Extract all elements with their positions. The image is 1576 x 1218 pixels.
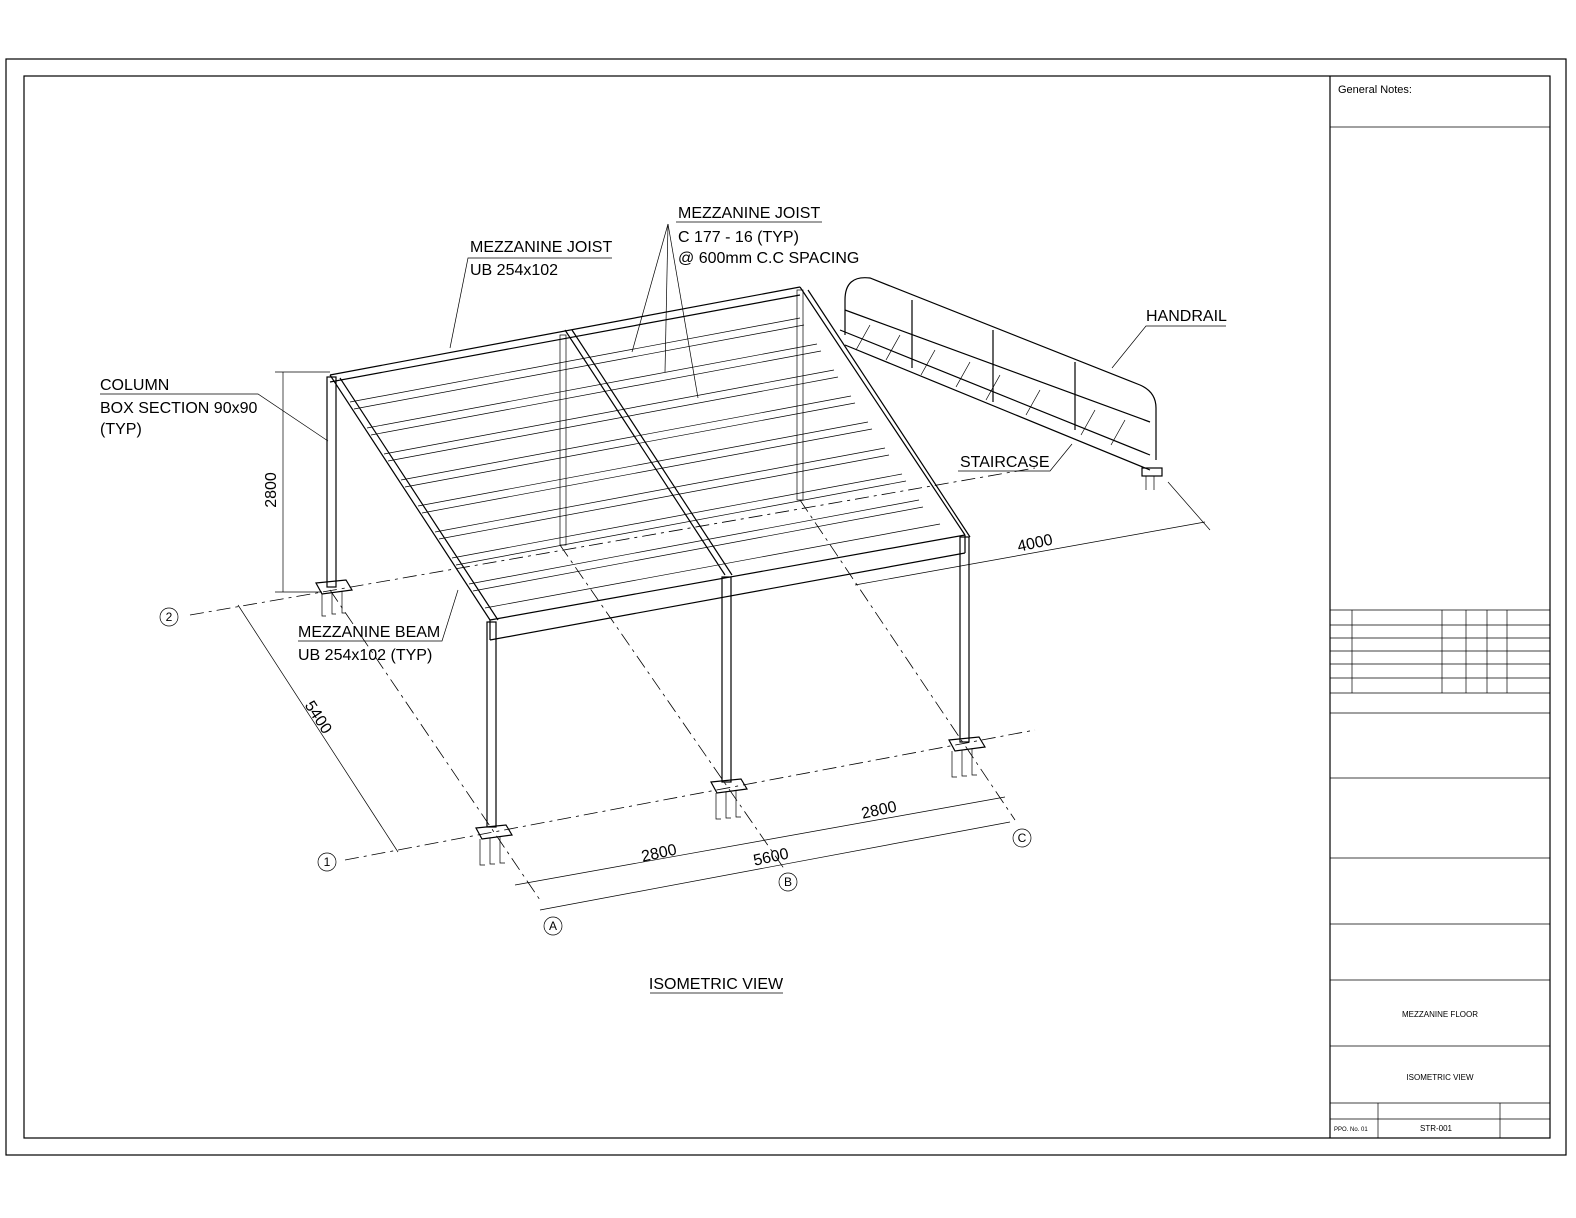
ppo-no-value: PPO. No. 01: [1334, 1127, 1368, 1133]
grid-bubble-1: 1: [324, 855, 331, 869]
grid-bubble-2: 2: [166, 610, 173, 624]
annotations: MEZZANINE JOIST UB 254x102 MEZZANINE JOI…: [100, 205, 1227, 994]
dim-height: 2800: [263, 472, 280, 508]
label-handrail: HANDRAIL: [1146, 308, 1227, 325]
label-staircase: STAIRCASE: [960, 454, 1050, 471]
drawing-no-value: STR-001: [1420, 1124, 1453, 1133]
title-block: General Notes: MEZZANINE FLOOR ISOMETRIC…: [1329, 76, 1550, 1138]
general-notes-heading: General Notes:: [1338, 84, 1412, 96]
middle-beam: [564, 329, 726, 576]
label-joist-c-3: @ 600mm C.C SPACING: [678, 250, 859, 267]
left-beam: [329, 374, 491, 621]
gridline-b: [559, 544, 786, 871]
right-beam: [799, 286, 966, 536]
gridline-1: [344, 729, 1036, 861]
gridline-c: [799, 499, 1016, 821]
gridline-a: [329, 589, 541, 901]
dim-total: 5600: [752, 846, 790, 870]
staircase: [839, 277, 1163, 490]
label-joist-c-1: MEZZANINE JOIST: [678, 205, 820, 222]
dim-span-ab: 2800: [640, 842, 678, 866]
label-column-3: (TYP): [100, 421, 142, 438]
gridline-2: [189, 467, 1036, 616]
label-beam-1: MEZZANINE BEAM: [298, 624, 440, 641]
label-column-2: BOX SECTION 90x90: [100, 400, 257, 417]
label-column-1: COLUMN: [100, 377, 169, 394]
grid-bubble-c: C: [1018, 831, 1027, 845]
view-title: ISOMETRIC VIEW: [649, 976, 784, 993]
columns: [326, 289, 970, 828]
dim-stair: 4000: [1016, 532, 1054, 556]
label-joist-edge-1: MEZZANINE JOIST: [470, 239, 612, 256]
grid-bubble-a: A: [549, 919, 557, 933]
dim-span-bc: 2800: [860, 799, 898, 823]
isometric-structure: [189, 277, 1163, 901]
label-beam-2: UB 254x102 (TYP): [298, 647, 432, 664]
label-joist-edge-2: UB 254x102: [470, 262, 558, 279]
label-joist-c-2: C 177 - 16 (TYP): [678, 229, 799, 246]
project-value: MEZZANINE FLOOR: [1402, 1010, 1478, 1019]
drawing-title-value: ISOMETRIC VIEW: [1406, 1073, 1474, 1082]
grid-bubble-b: B: [784, 875, 792, 889]
dim-depth: 5400: [301, 698, 335, 737]
base-plates: [315, 579, 986, 866]
outer-border: [5, 58, 1567, 1156]
inner-border: [23, 75, 1551, 1139]
